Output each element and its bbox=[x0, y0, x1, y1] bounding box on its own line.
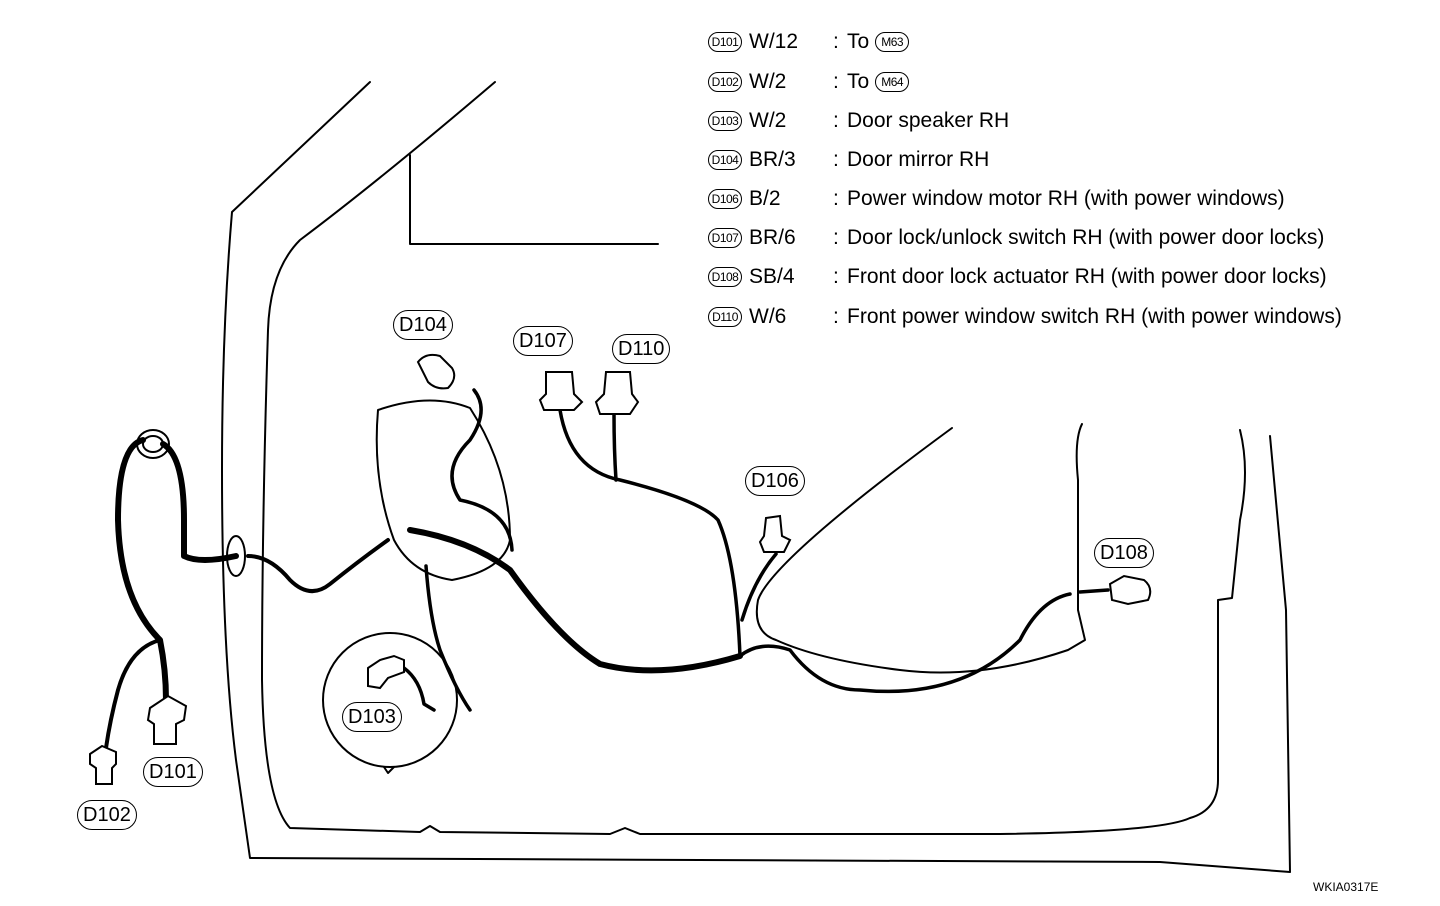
harness-trunk bbox=[407, 527, 743, 674]
callout-d108: D108 bbox=[1094, 538, 1154, 568]
callout-d107: D107 bbox=[513, 326, 573, 356]
callout-d103: D103 bbox=[342, 702, 402, 732]
separator: : bbox=[833, 226, 839, 249]
callout-d110: D110 bbox=[612, 334, 671, 364]
connector-d106 bbox=[758, 514, 792, 553]
mirror-bracket bbox=[375, 399, 511, 581]
connector-description: Door speaker RH bbox=[847, 109, 1010, 132]
door-outline bbox=[221, 81, 1291, 873]
reference-connector-badge: M64 bbox=[875, 72, 910, 92]
callout-d102: D102 bbox=[77, 800, 137, 830]
callout-d106: D106 bbox=[745, 466, 805, 496]
connector-d101 bbox=[146, 694, 188, 745]
inner-line-right bbox=[755, 423, 1086, 674]
wire-color-size: SB/4 bbox=[749, 265, 795, 288]
connector-id-badge: D101 bbox=[708, 32, 742, 52]
connector-id-badge: D103 bbox=[708, 111, 742, 131]
connector-description: Door mirror RH bbox=[847, 148, 990, 171]
wire-color-size: W/6 bbox=[749, 305, 787, 328]
connector-description: To bbox=[847, 70, 870, 93]
connector-id-badge: D102 bbox=[708, 72, 742, 92]
connector-id-badge: D104 bbox=[708, 150, 742, 170]
callout-d101: D101 bbox=[143, 757, 203, 787]
connector-d107 bbox=[538, 371, 584, 411]
door-inner-panel bbox=[261, 81, 1246, 835]
connector-id-badge: D107 bbox=[708, 228, 742, 248]
wire-color-size: BR/6 bbox=[749, 226, 796, 249]
wire-color-size: W/12 bbox=[749, 30, 799, 53]
separator: : bbox=[833, 265, 839, 288]
wire-color-size: B/2 bbox=[749, 187, 781, 210]
legend-row: D110 W/6: Front power window switch RH (wi… bbox=[708, 304, 1342, 330]
wire-color-size: W/2 bbox=[749, 70, 787, 93]
separator: : bbox=[833, 305, 839, 328]
callout-d104: D104 bbox=[393, 310, 453, 340]
separator: : bbox=[833, 187, 839, 210]
connector-id-badge: D106 bbox=[708, 189, 742, 209]
separator: : bbox=[833, 148, 839, 171]
connector-description: To bbox=[847, 30, 870, 53]
legend-row: D106 B/2: Power window motor RH (with powe… bbox=[708, 186, 1285, 212]
connector-description: Power window motor RH (with power window… bbox=[847, 187, 1285, 210]
legend-row: D104 BR/3: Door mirror RH bbox=[708, 147, 989, 173]
connector-d104 bbox=[416, 353, 456, 390]
connector-id-badge: D108 bbox=[708, 267, 742, 287]
connector-d103 bbox=[367, 654, 405, 690]
wire-color-size: BR/3 bbox=[749, 148, 796, 171]
legend-row: D108 SB/4: Front door lock actuator RH (wi… bbox=[708, 264, 1327, 290]
connector-description: Door lock/unlock switch RH (with power d… bbox=[847, 226, 1325, 249]
connector-id-badge: D110 bbox=[708, 307, 742, 327]
connector-description: Front door lock actuator RH (with power … bbox=[847, 265, 1327, 288]
speaker-outline bbox=[322, 632, 458, 768]
connector-d110 bbox=[594, 371, 640, 415]
connector-d102 bbox=[89, 744, 117, 785]
figure-code: WKIA0317E bbox=[1313, 880, 1379, 894]
main-harness bbox=[115, 437, 169, 703]
separator: : bbox=[833, 70, 839, 93]
window-frame bbox=[409, 154, 659, 245]
connector-d108 bbox=[1108, 574, 1152, 606]
wire-color-size: W/2 bbox=[749, 109, 787, 132]
separator: : bbox=[833, 30, 839, 53]
separator: : bbox=[833, 109, 839, 132]
connector-description: Front power window switch RH (with power… bbox=[847, 305, 1342, 328]
reference-connector-badge: M63 bbox=[875, 32, 910, 52]
legend-row: D103 W/2: Door speaker RH bbox=[708, 108, 1009, 134]
legend-row: D107 BR/6: Door lock/unlock switch RH (wit… bbox=[708, 225, 1324, 251]
